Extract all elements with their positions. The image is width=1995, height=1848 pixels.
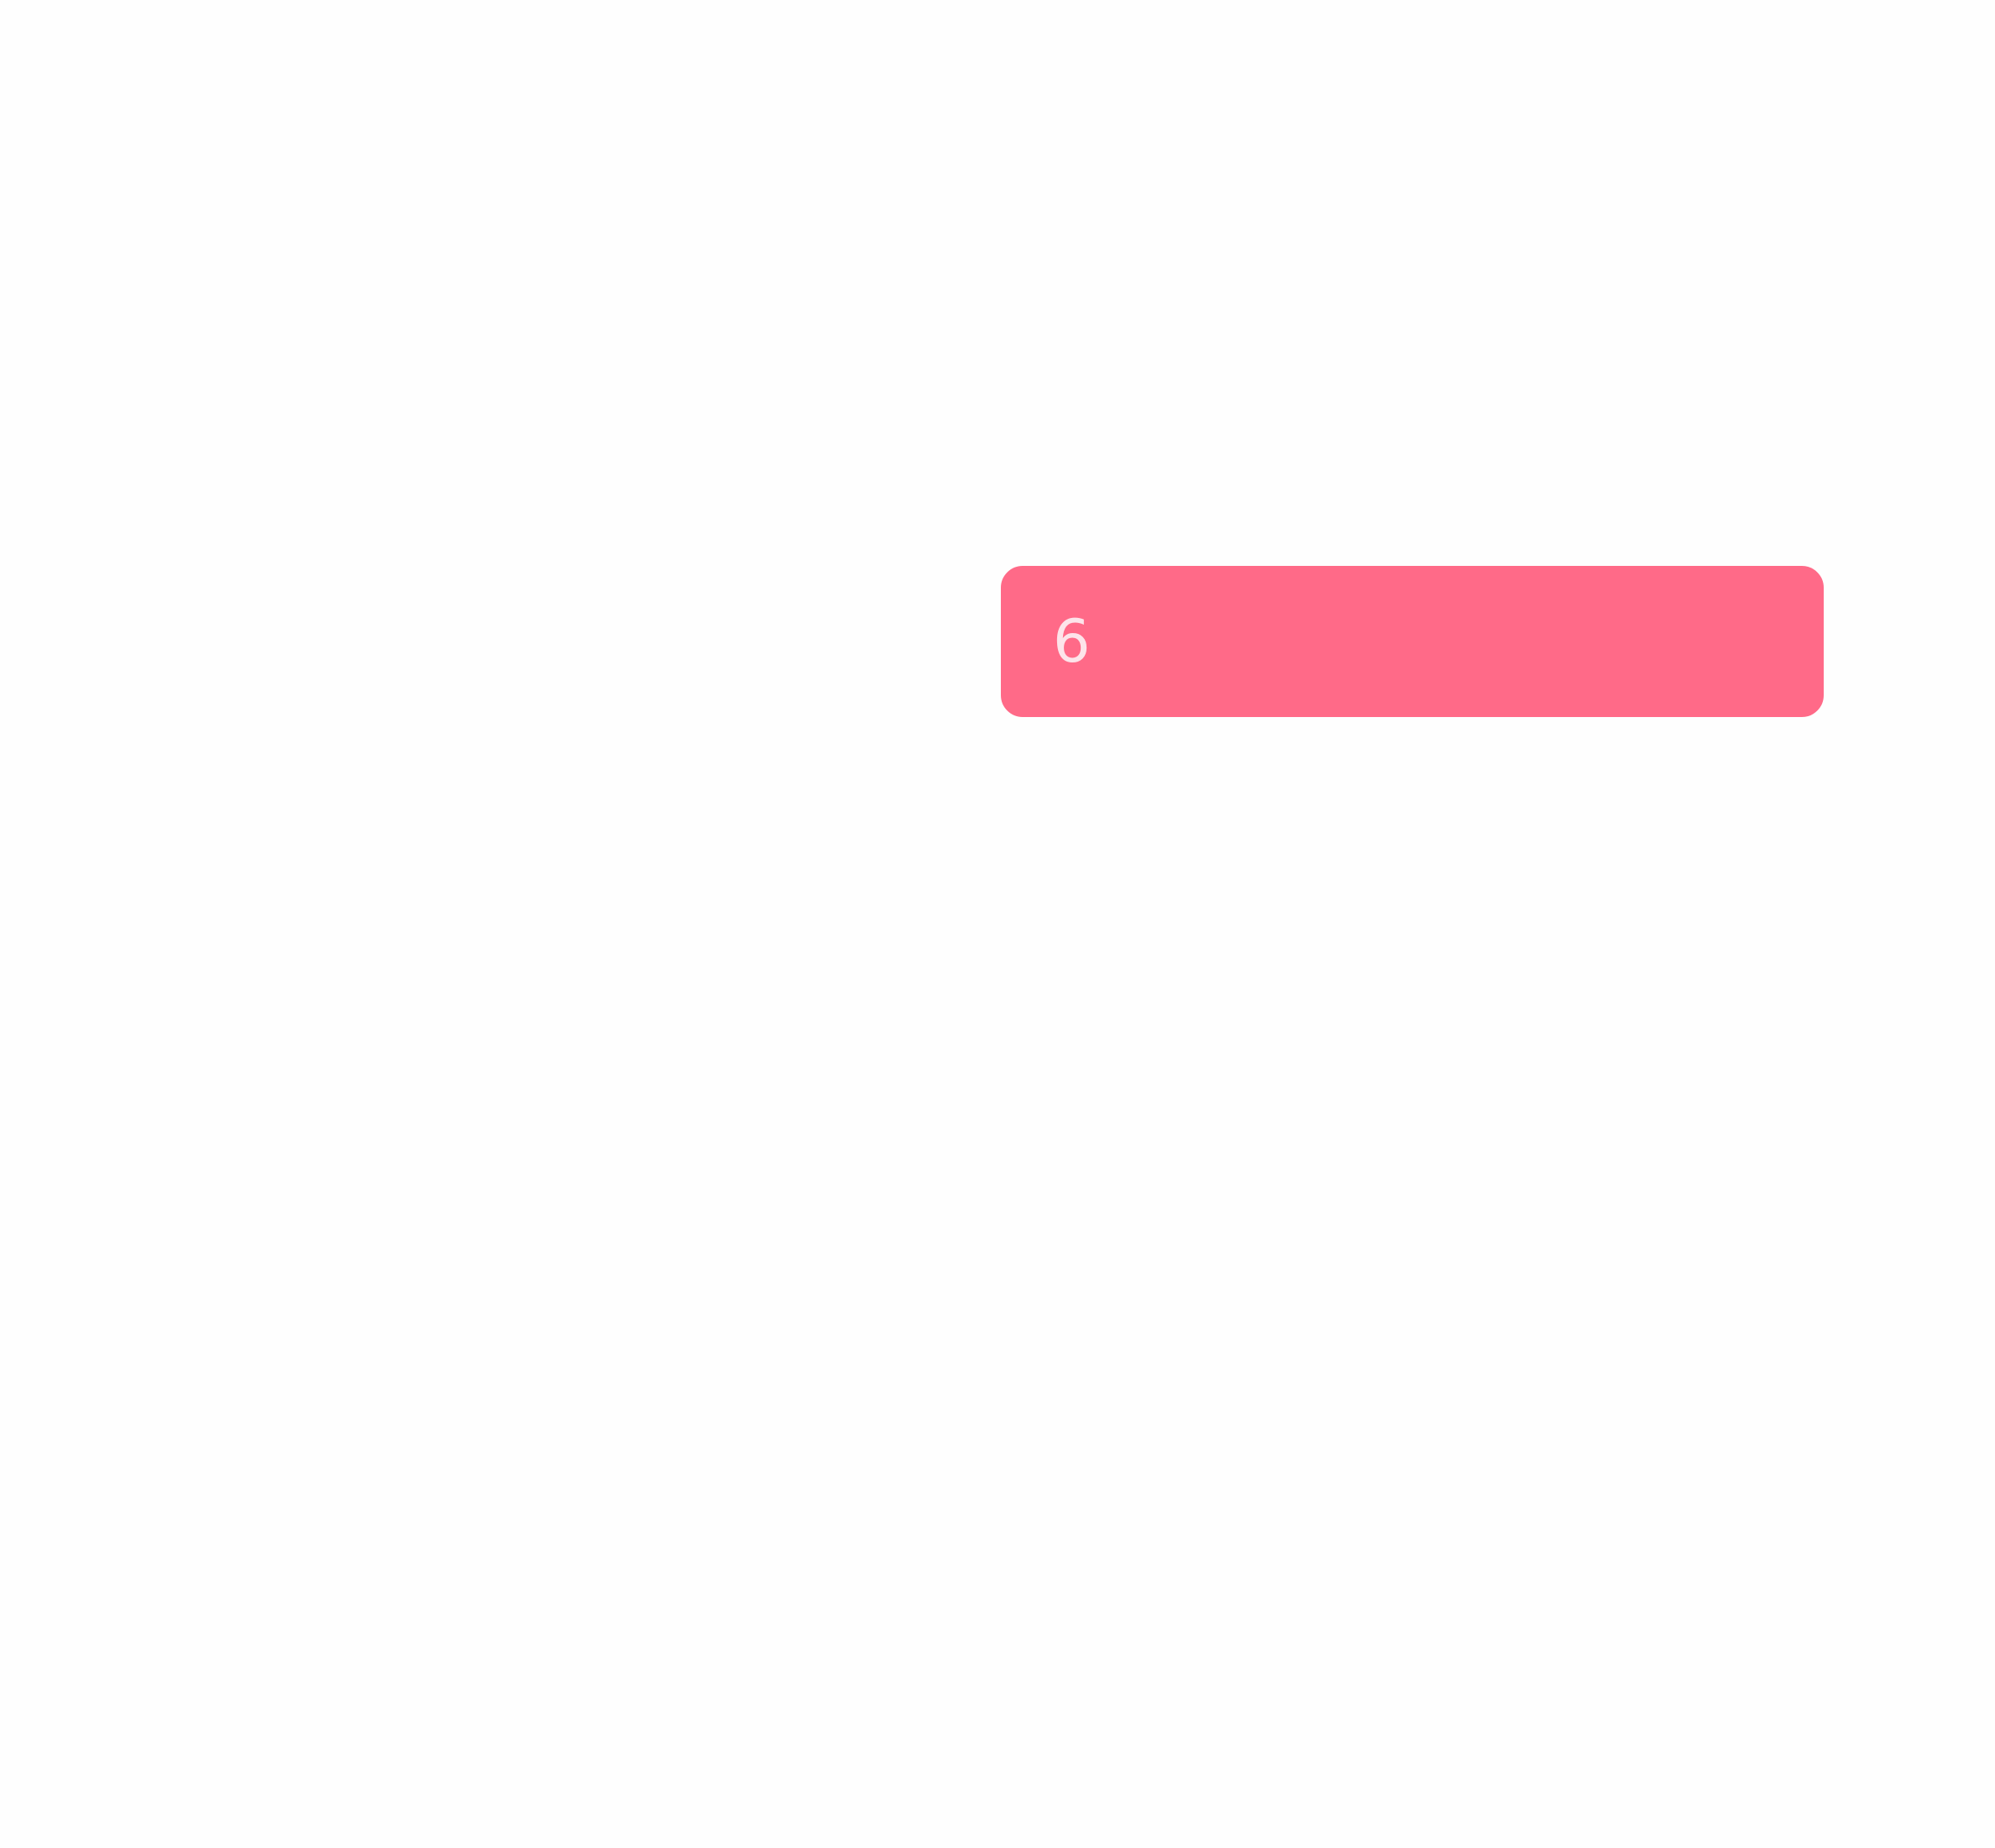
pink-block[interactable]: 6 — [1001, 566, 1824, 717]
block-label: 6 — [1053, 607, 1091, 676]
